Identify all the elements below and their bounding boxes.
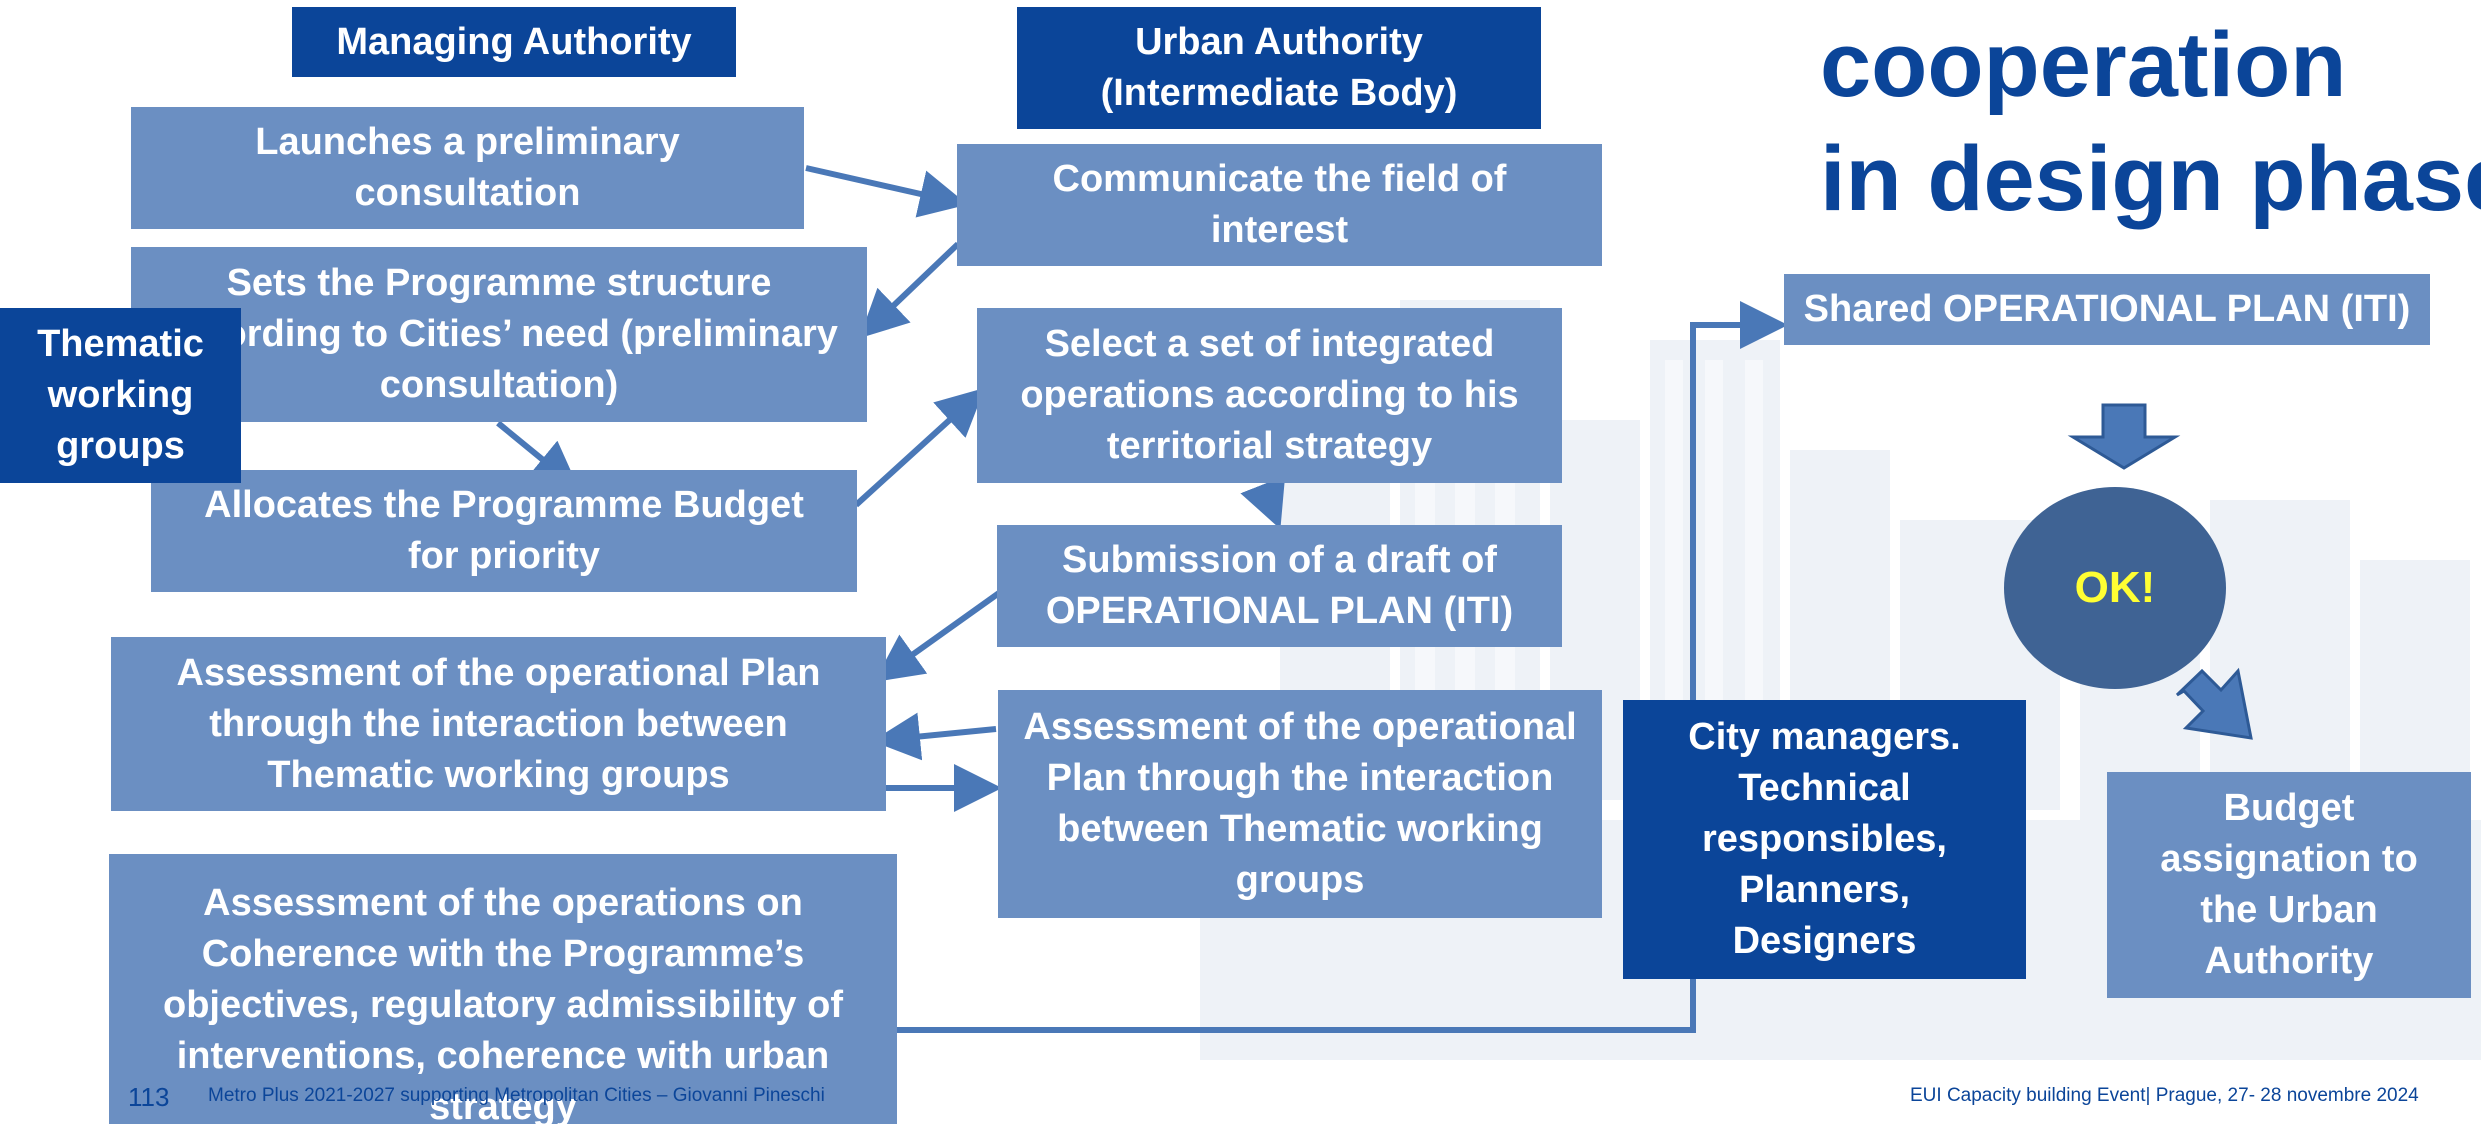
city-managers-label: City managers. Technical responsibles, P… bbox=[1623, 700, 2026, 979]
managing-authority-header: Managing Authority bbox=[292, 7, 736, 77]
ma-step-allocates-budget: Allocates the Programme Budget for prior… bbox=[151, 470, 857, 592]
ma-step-assessment-plan: Assessment of the operational Plan throu… bbox=[111, 637, 886, 811]
arrow-communicate-to-structure bbox=[859, 241, 961, 339]
arrow-consult-to-communicate bbox=[805, 165, 968, 218]
arrow-coherence-to-shared-plan bbox=[897, 301, 1788, 1033]
ok-label: OK! bbox=[2074, 563, 2156, 612]
footer-right-text: EUI Capacity building Event| Prague, 27-… bbox=[1910, 1085, 2419, 1106]
budget-assignation: Budget assignation to the Urban Authorit… bbox=[2107, 772, 2471, 998]
urban-authority-header: Urban Authority (Intermediate Body) bbox=[1017, 7, 1541, 129]
ua-step-communicate-field: Communicate the field of interest bbox=[957, 144, 1602, 266]
thematic-working-groups-label: Thematic working groups bbox=[0, 308, 241, 483]
page-number: 113 bbox=[128, 1082, 170, 1112]
ma-step-programme-structure: Sets the Programme structure according t… bbox=[131, 247, 867, 422]
ok-circle: OK! bbox=[2004, 487, 2226, 689]
slide-title: cooperation in design phase bbox=[1820, 14, 2481, 230]
footer-left-text: Metro Plus 2021-2027 supporting Metropol… bbox=[208, 1085, 825, 1106]
arrow-submission-to-assessment bbox=[874, 585, 1008, 682]
block-arrow-down bbox=[2067, 403, 2181, 470]
ua-step-submission-draft: Submission of a draft of OPERATIONAL PLA… bbox=[997, 525, 1562, 647]
ma-step-launches-consultation: Launches a preliminary consultation bbox=[131, 107, 804, 229]
block-arrow-diagonal bbox=[2175, 667, 2253, 740]
shared-operational-plan: Shared OPERATIONAL PLAN (ITI) bbox=[1784, 274, 2430, 345]
arrow-budget-to-select bbox=[853, 387, 985, 508]
ma-step-coherence-assessment: Assessment of the operations on Coherenc… bbox=[109, 854, 897, 1124]
ua-step-select-operations: Select a set of integrated operations ac… bbox=[977, 308, 1562, 483]
arrow-select-to-submission bbox=[1240, 475, 1286, 530]
ua-step-assessment-plan: Assessment of the operational Plan throu… bbox=[998, 690, 1602, 918]
arrow-ua-assessment-to-ma bbox=[872, 712, 997, 761]
